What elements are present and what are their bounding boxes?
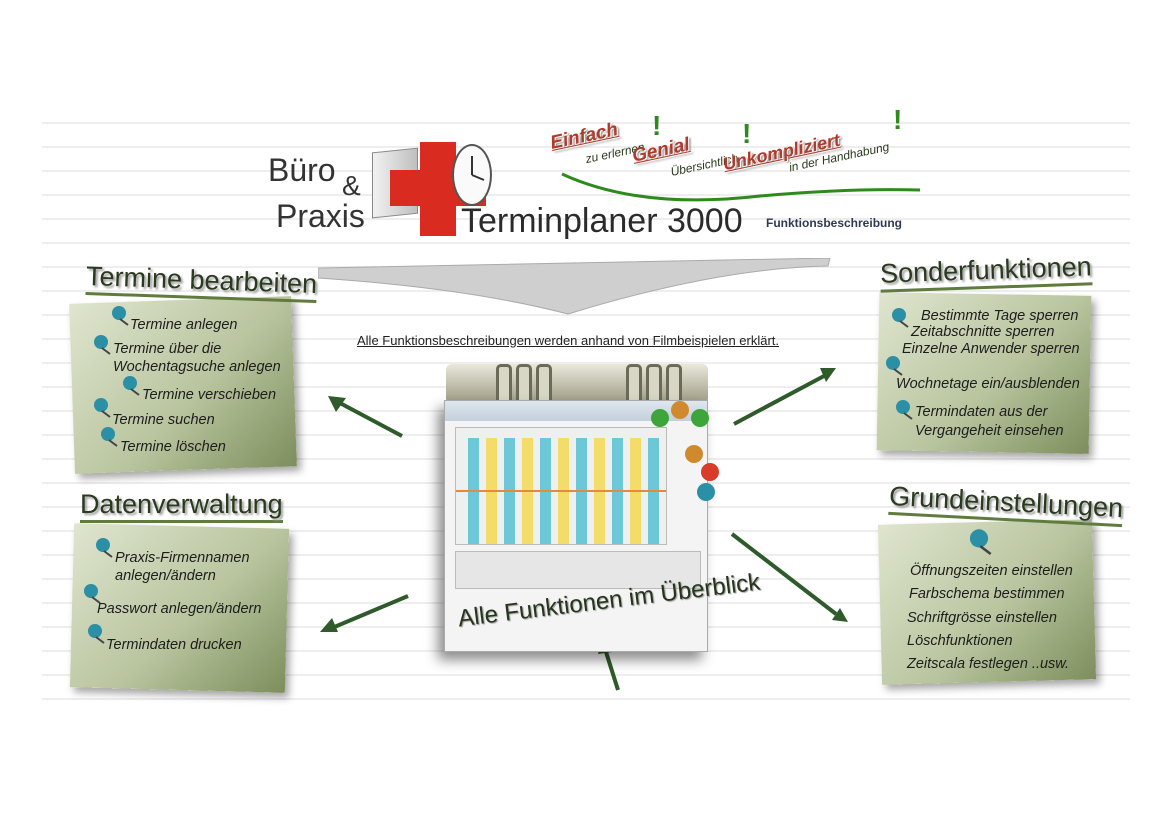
menu-item-termine-suchen[interactable]: Termine suchen: [112, 412, 215, 428]
menu-item-wochentage-einblenden[interactable]: Wochnetage ein/ausblenden: [896, 376, 1080, 392]
menu-item-schriftgroesse[interactable]: Schriftgrösse einstellen: [907, 610, 1057, 626]
app-overview-screenshot[interactable]: Alle Funktionen im Überblick: [444, 400, 762, 652]
pin-icon: [90, 396, 112, 418]
menu-item-loeschfunktionen[interactable]: Löschfunktionen: [907, 633, 1013, 649]
menu-item-wochentagsuche-2[interactable]: Wochentagsuche anlegen: [113, 359, 281, 375]
pin-icon: [92, 536, 114, 558]
pin-icon: [80, 582, 102, 604]
note-title-datenverwaltung: Datenverwaltung: [80, 488, 283, 523]
menu-item-zeitscala[interactable]: Zeitscala festlegen ..usw.: [907, 656, 1069, 672]
pin-icon: [888, 306, 910, 328]
pin-icon: [97, 425, 119, 447]
menu-item-termindaten-drucken[interactable]: Termindaten drucken: [106, 637, 242, 653]
pin-icon: [108, 304, 130, 326]
pin-icon: [84, 622, 106, 644]
clock-icon: [452, 144, 492, 206]
menu-item-farbschema[interactable]: Farbschema bestimmen: [909, 586, 1065, 602]
binder-clip: [446, 364, 708, 406]
slogan-swoosh: [561, 172, 921, 202]
arrow-to-sonderfunktionen: [733, 368, 836, 426]
app-bottom-panel: [455, 551, 701, 589]
exclamation-mark-2: !: [742, 118, 752, 149]
calendar-grid: [455, 427, 667, 545]
banner-arrow-shape: [318, 258, 831, 315]
arrow-to-datenverwaltung: [320, 594, 409, 632]
pin-icon: [882, 354, 904, 376]
film-examples-caption[interactable]: Alle Funktionsbeschreibungen werden anha…: [357, 333, 780, 348]
menu-item-tage-sperren[interactable]: Bestimmte Tage sperren: [921, 308, 1079, 324]
menu-item-termindaten-vergangenheit-1[interactable]: Termindaten aus der: [915, 404, 1048, 420]
pin-icon: [892, 398, 914, 420]
logo-subtitle: Funktionsbeschreibung: [766, 216, 903, 230]
menu-item-termine-anlegen[interactable]: Termine anlegen: [130, 317, 238, 333]
menu-item-anwender-sperren[interactable]: Einzelne Anwender sperren: [902, 341, 1080, 357]
exclamation-mark-3: !: [893, 104, 903, 135]
menu-item-termine-loeschen[interactable]: Termine löschen: [120, 439, 226, 455]
push-pins-cluster: [651, 401, 719, 501]
menu-item-firmennamen-2[interactable]: anlegen/ändern: [115, 568, 216, 584]
menu-item-zeitabschnitte-sperren[interactable]: Zeitabschnitte sperren: [911, 324, 1055, 340]
menu-item-termine-verschieben[interactable]: Termine verschieben: [142, 387, 277, 403]
arrow-to-termine: [328, 396, 403, 438]
logo-word-praxis: Praxis: [276, 198, 365, 234]
product-name: Terminplaner 3000: [461, 202, 743, 240]
logo-ampersand: &: [342, 170, 361, 201]
exclamation-mark-1: !: [652, 110, 662, 141]
menu-item-wochentagsuche-1[interactable]: Termine über die: [113, 341, 222, 357]
arrow-to-grundeinstellungen: [730, 532, 848, 622]
pin-icon: [119, 374, 141, 396]
menu-item-firmennamen-1[interactable]: Praxis-Firmennamen: [115, 550, 250, 566]
pin-icon: [965, 527, 994, 556]
pin-icon: [90, 333, 112, 355]
menu-item-passwort[interactable]: Passwort anlegen/ändern: [97, 601, 262, 617]
logo-word-buero: Büro: [268, 152, 336, 188]
app-titlebar: [445, 401, 707, 421]
menu-item-oeffnungszeiten[interactable]: Öffnungszeiten einstellen: [910, 563, 1073, 579]
menu-item-termindaten-vergangenheit-2[interactable]: Vergangeheit einsehen: [915, 423, 1064, 439]
note-title-sonderfunktionen: Sonderfunktionen: [879, 250, 1093, 293]
